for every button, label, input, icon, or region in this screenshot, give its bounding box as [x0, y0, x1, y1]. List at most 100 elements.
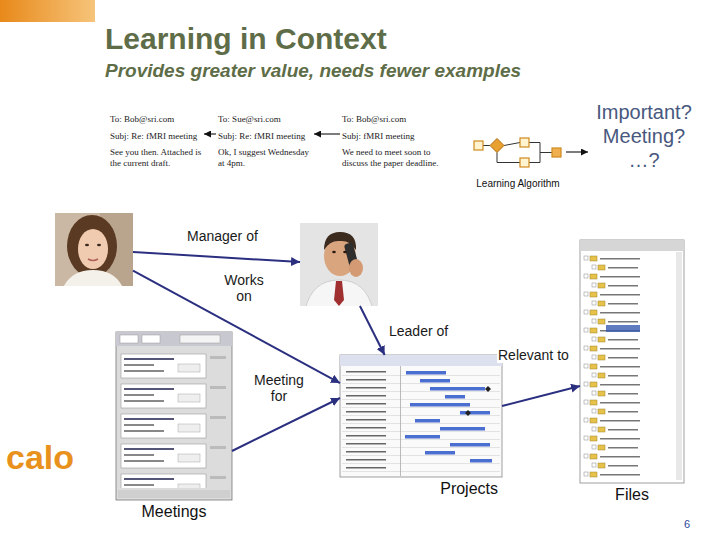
meetings-screenshot — [116, 332, 232, 500]
connector-arrow — [232, 398, 340, 451]
learning-network — [474, 138, 561, 167]
art-path — [490, 139, 504, 153]
art-rect — [450, 443, 490, 447]
node-text: To: Sue@sri.com — [218, 114, 312, 125]
art-rect — [440, 427, 485, 431]
art-rect — [400, 366, 402, 476]
art-rect — [445, 395, 465, 399]
art-rect — [470, 459, 492, 463]
art-rect — [520, 158, 529, 167]
slide-title: Learning in Context — [105, 22, 387, 56]
node-text: Subj: Re: fMRI meeting — [110, 131, 202, 142]
node-text: See you then. Attached is the current dr… — [110, 147, 202, 168]
node-text: Meetings — [116, 502, 232, 522]
node-text: To: Bob@sri.com — [110, 114, 202, 125]
relation-label: Meeting for — [250, 372, 308, 404]
art-rect — [552, 148, 561, 157]
art-rect — [120, 335, 138, 343]
email-message: To: Sue@sri.comSubj: Re: fMRI meetingOk,… — [216, 112, 314, 176]
art-path — [465, 410, 471, 416]
art-rect — [425, 451, 455, 455]
art-rect — [342, 368, 500, 475]
art-rect — [405, 435, 440, 439]
art-rect — [582, 254, 682, 480]
art-polyline — [529, 143, 540, 163]
connector-arrow — [360, 306, 385, 355]
relation-label: Works on — [218, 272, 270, 304]
art-rect — [420, 379, 450, 383]
node-text: We need to meet soon to discuss the pape… — [342, 147, 440, 168]
node-text: Projects — [340, 479, 498, 499]
art-ellipse — [97, 244, 101, 247]
art-rect — [415, 419, 440, 423]
art-path — [305, 280, 373, 306]
art-rect — [520, 138, 529, 147]
art-rect — [474, 141, 483, 150]
screenshot-box: Meetings — [116, 332, 232, 522]
art-path — [62, 270, 124, 286]
logo-text: calo — [6, 438, 74, 477]
art-rect — [118, 350, 230, 488]
art-rect — [580, 240, 684, 251]
art-rect — [116, 332, 232, 500]
node-text: Subj: Re: fMRI meeting — [218, 131, 312, 142]
art-ellipse — [343, 251, 347, 253]
page-number: 6 — [684, 518, 690, 530]
art-rect — [340, 355, 502, 477]
art-line — [504, 143, 520, 146]
connector-arrow — [566, 151, 588, 152]
node-text: Ok, I suggest Wednesday at 4pm. — [218, 147, 312, 168]
woman-photo — [55, 213, 133, 286]
question-callout: Important? Meeting? …? — [588, 100, 700, 172]
node-text: Files — [580, 485, 684, 505]
art-ellipse — [67, 215, 117, 277]
connector-arrow — [133, 252, 300, 262]
art-rect — [340, 355, 502, 366]
art-path — [485, 386, 491, 392]
slide-subtitle: Provides greater value, needs fewer exam… — [105, 60, 521, 82]
email-message: To: Bob@sri.comSubj: fMRI meeting We need… — [340, 112, 442, 176]
relation-label: Leader of — [388, 323, 449, 339]
header-bar — [0, 0, 95, 22]
art-line — [540, 152, 552, 153]
art-rect — [430, 387, 485, 391]
files-screenshot — [580, 240, 684, 483]
art-ellipse — [85, 244, 89, 247]
art-ellipse — [332, 251, 336, 253]
node-text: Important? Meeting? …? — [588, 100, 700, 172]
art-rect — [142, 335, 160, 343]
man-photo — [300, 223, 378, 306]
relation-label: Relevant to — [497, 347, 570, 363]
art-line — [483, 145, 490, 146]
connector-arrow — [133, 271, 340, 383]
art-rect — [406, 371, 446, 375]
algorithm-block: Learning Algorithm — [470, 132, 566, 190]
person-photo — [300, 223, 378, 306]
art-rect — [180, 335, 220, 343]
art-polyline — [497, 153, 520, 163]
art-rect — [606, 325, 640, 332]
art-rect — [410, 403, 470, 407]
art-path — [334, 281, 344, 306]
art-rect — [460, 411, 490, 415]
art-ellipse — [349, 259, 363, 277]
connector-arrow — [502, 386, 580, 406]
person-photo — [55, 213, 133, 286]
node-text: Learning Algorithm — [470, 178, 566, 190]
art-path — [88, 259, 98, 261]
connector-arrow — [204, 133, 216, 134]
connector-arrow — [314, 133, 340, 134]
art-rect — [116, 332, 232, 346]
projects-screenshot — [340, 355, 502, 477]
art-rect — [580, 240, 684, 483]
screenshot-box: Files — [580, 240, 684, 505]
screenshot-box: Projects — [340, 355, 502, 499]
node-text: To: Bob@sri.com — [342, 114, 440, 125]
art-rect — [118, 490, 230, 498]
email-message: To: Bob@sri.comSubj: Re: fMRI meetingSee… — [108, 112, 204, 176]
relation-label: Manager of — [186, 228, 259, 244]
art-ellipse — [78, 229, 108, 269]
art-rect — [676, 252, 682, 480]
node-text: Subj: fMRI meeting — [342, 131, 440, 142]
